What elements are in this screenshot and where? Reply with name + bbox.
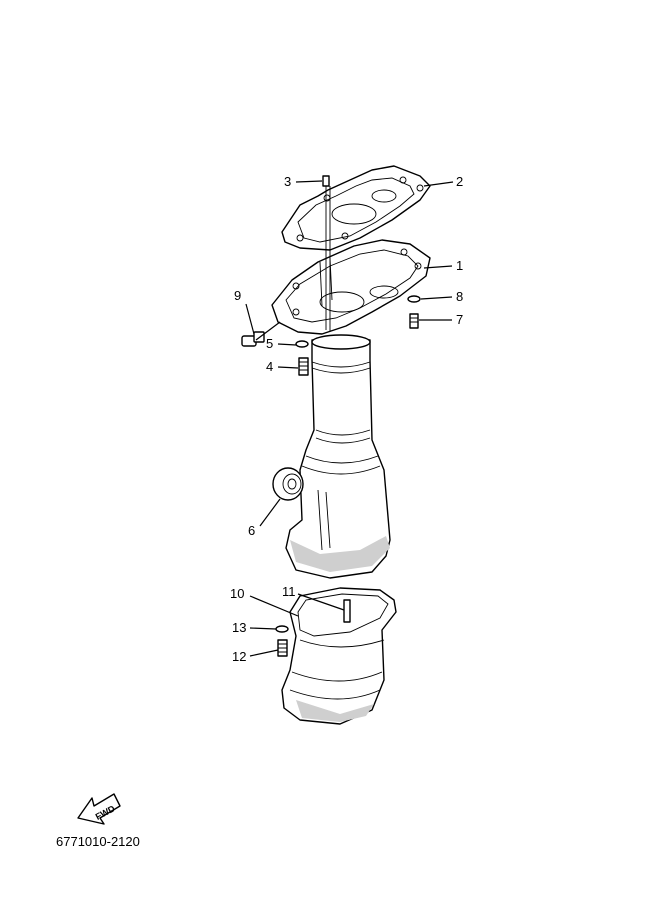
callout-8: 8 (456, 289, 463, 304)
callout-13: 13 (232, 620, 246, 635)
callout-9: 9 (234, 288, 241, 303)
callout-12: 12 (232, 649, 246, 664)
callout-1: 1 (456, 258, 463, 273)
dowel-pin-part-3 (322, 175, 331, 332)
grommet-part-6 (272, 467, 304, 501)
leader-lines (245, 180, 454, 657)
dowel-pin-part-11 (343, 599, 351, 623)
bolt-part-4 (298, 357, 309, 376)
callout-11: 11 (282, 584, 296, 599)
callout-7: 7 (456, 312, 463, 327)
fwd-arrow-icon: FWD (77, 793, 121, 825)
callout-3: 3 (284, 174, 291, 189)
lower-extension-part-10 (281, 587, 397, 725)
callout-10: 10 (230, 586, 244, 601)
gasket-part-2 (281, 165, 431, 251)
callout-6: 6 (248, 523, 255, 538)
upper-casing-plate-part-1 (271, 239, 431, 335)
washer-part-13 (275, 625, 289, 633)
fitting-part-9 (241, 331, 265, 347)
callout-5: 5 (266, 336, 273, 351)
bolt-part-12 (277, 639, 288, 657)
callout-2: 2 (456, 174, 463, 189)
bolt-part-7 (409, 313, 419, 329)
callout-4: 4 (266, 359, 273, 374)
washer-part-8 (407, 295, 421, 303)
washer-part-5 (295, 340, 309, 348)
diagram-code: 6771010-2120 (56, 834, 140, 849)
upper-casing-body (285, 334, 391, 579)
